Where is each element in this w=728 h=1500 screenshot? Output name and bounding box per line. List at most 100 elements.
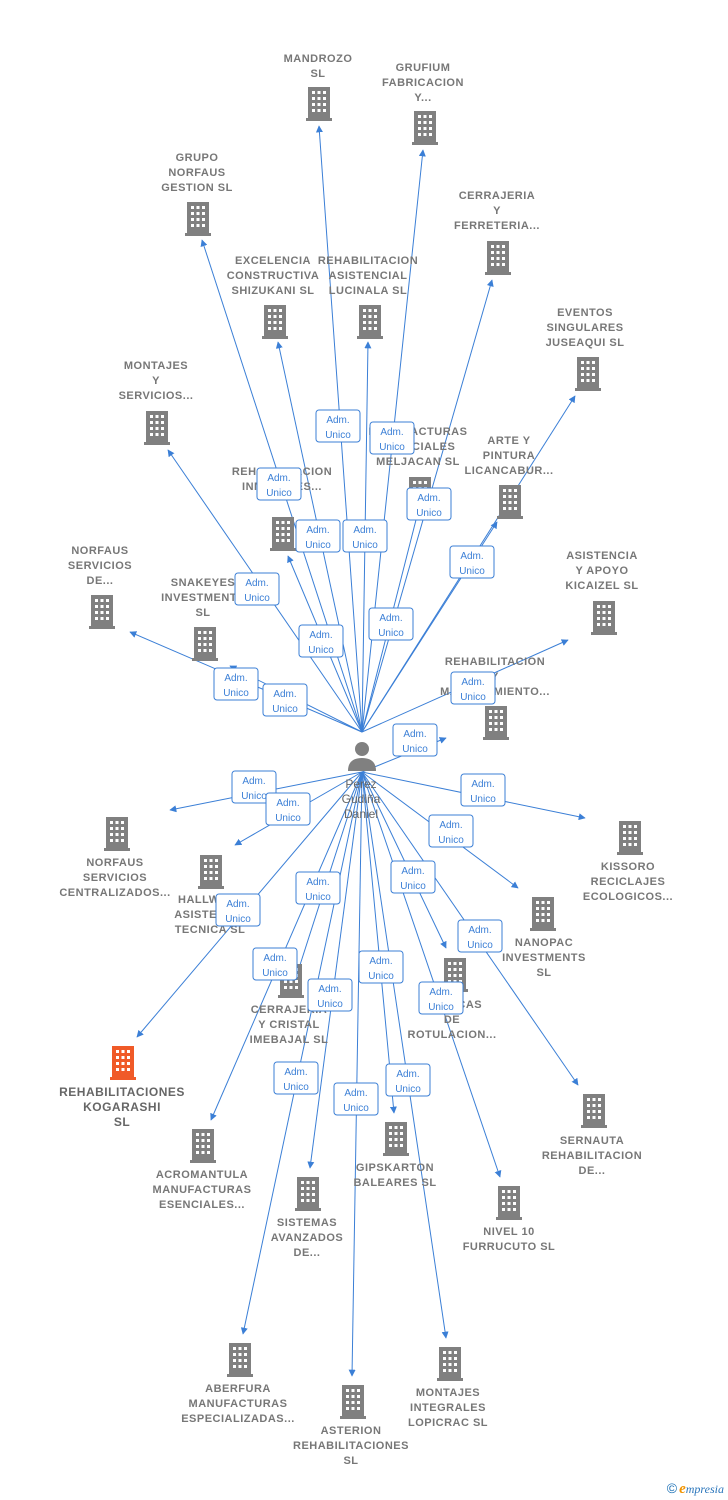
role-badge-text: Unico	[428, 1002, 454, 1013]
company-label-line: SL	[536, 967, 551, 979]
role-badge-text: Adm.	[263, 953, 286, 964]
role-badge-sistemas-avanzados[interactable]: Adm.Unico	[307, 978, 353, 1012]
role-badge-text: Adm.	[403, 729, 426, 740]
company-node-aberfura[interactable]: ABERFURAMANUFACTURASESPECIALIZADAS...	[181, 1343, 295, 1425]
company-label-line: DE...	[87, 575, 114, 587]
role-badge-gipskarton[interactable]: Adm.Unico	[358, 950, 404, 984]
company-node-sistemas-avanzados[interactable]: SISTEMASAVANZADOSDE...	[271, 1177, 344, 1259]
role-badge-text: Adm.	[267, 473, 290, 484]
company-label-line: BALEARES SL	[353, 1177, 436, 1189]
role-badge-cerrajeria-cristal[interactable]: Adm.Unico	[295, 871, 341, 905]
person-node[interactable]: Perez Gudiña Daniel	[342, 742, 381, 821]
company-node-acromantula[interactable]: ACROMANTULAMANUFACTURASESENCIALES...	[153, 1129, 252, 1211]
role-badge-text: Unico	[262, 968, 288, 979]
role-badge-grufium[interactable]: Adm.Unico	[369, 421, 415, 455]
role-badge-rehab-asistencial[interactable]: Adm.Unico	[342, 519, 388, 553]
role-badge-text: Unico	[283, 1082, 309, 1093]
company-label-line: INVESTMENTS	[502, 952, 586, 964]
company-label-line: IMEBAJAL SL	[250, 1034, 329, 1046]
role-badge-mandrozo[interactable]: Adm.Unico	[315, 409, 361, 443]
company-label-line: TECNICA SL	[175, 924, 246, 936]
role-badge-tecnicas-rotulacion[interactable]: Adm.Unico	[390, 860, 436, 894]
company-label-line: CERRAJERIA	[459, 190, 536, 202]
company-label-line: Y CRISTAL	[258, 1019, 320, 1031]
role-badge-text: Unico	[223, 688, 249, 699]
role-badge-cerrajeria-ferreteria[interactable]: Adm.Unico	[368, 607, 414, 641]
company-label-line: ARTE Y	[487, 435, 530, 447]
company-label-line: GESTION SL	[161, 182, 233, 194]
company-label-line: INVESTMENTS	[161, 592, 245, 604]
building-icon	[575, 357, 601, 391]
role-badge-kissoro[interactable]: Adm.Unico	[460, 773, 506, 807]
company-node-grufium[interactable]: GRUFIUMFABRICACIONY...	[382, 62, 464, 145]
role-badge-nivel10[interactable]: Adm.Unico	[418, 981, 464, 1015]
building-icon	[192, 627, 218, 661]
company-node-cerrajeria-ferreteria[interactable]: CERRAJERIAYFERRETERIA...	[454, 190, 540, 275]
building-icon	[383, 1122, 409, 1156]
role-badge-text: Unico	[317, 999, 343, 1010]
role-badge-hallwell[interactable]: Adm.Unico	[265, 792, 311, 826]
role-badge-snakeyes[interactable]: Adm.Unico	[262, 683, 308, 717]
building-icon	[483, 706, 509, 740]
company-node-sernauta[interactable]: SERNAUTAREHABILITACIONDE...	[542, 1094, 642, 1177]
role-badge-kogarashi[interactable]: Adm.Unico	[215, 893, 261, 927]
company-node-norfaus-servicios-de[interactable]: NORFAUSSERVICIOSDE...	[68, 545, 132, 629]
role-badge-acromantula[interactable]: Adm. Unico	[252, 947, 298, 981]
role-badge-excelencia[interactable]: Adm.Unico	[295, 519, 341, 553]
company-node-kissoro[interactable]: KISSORORECICLAJESECOLOGICOS...	[583, 821, 673, 903]
role-badge-norfaus-servicios-de[interactable]: Adm.Unico	[213, 667, 259, 701]
role-badge-montajes-integrales[interactable]: Adm.Unico	[385, 1063, 431, 1097]
role-badge-asterion[interactable]: Adm.Unico	[333, 1082, 379, 1116]
company-node-norfaus-centralizados[interactable]: NORFAUSSERVICIOSCENTRALIZADOS...	[59, 817, 170, 899]
building-icon	[89, 595, 115, 629]
role-badge-rehab-inmuebles[interactable]: Adm.Unico	[298, 624, 344, 658]
building-icon	[617, 821, 643, 855]
person-icon	[348, 742, 376, 771]
role-badge-box	[406, 487, 452, 521]
role-badge-box	[213, 667, 259, 701]
company-label-line: SERVICIOS	[83, 872, 147, 884]
company-label-line: PINTURA	[483, 450, 535, 462]
role-badge-rehab-mantenimiento[interactable]: Adm.Unico	[392, 723, 438, 757]
role-badge-nanopac[interactable]: Adm.Unico	[428, 814, 474, 848]
role-badge-grupo-norfaus[interactable]: Adm.Unico	[256, 467, 302, 501]
building-icon	[306, 87, 332, 121]
building-icon	[340, 1385, 366, 1419]
role-badge-text: Unico	[308, 645, 334, 656]
role-badge-sernauta[interactable]: Adm.Unico	[457, 919, 503, 953]
role-badge-text: Adm.	[245, 578, 268, 589]
role-badge-norfaus-centralizados[interactable]: Adm.Unico	[231, 770, 277, 804]
building-icon	[581, 1094, 607, 1128]
role-badge-arte-pintura[interactable]: Adm.Unico	[406, 487, 452, 521]
edge-asterion	[348, 771, 363, 1377]
company-label-line: GRUFIUM	[396, 62, 451, 74]
role-badge-text: Unico	[368, 971, 394, 982]
role-badge-box	[256, 467, 302, 501]
role-badge-text: Unico	[416, 508, 442, 519]
building-icon	[227, 1343, 253, 1377]
role-badge-asistencia-apoyo[interactable]: Adm.Unico	[450, 671, 496, 705]
role-badge-text: Adm.	[273, 689, 296, 700]
role-badge-montajes-servicios[interactable]: Adm.Unico	[234, 572, 280, 606]
company-label-line: SERVICIOS...	[119, 390, 194, 402]
company-node-arte-pintura[interactable]: ARTE YPINTURALICANCABUR...	[465, 435, 554, 519]
role-badge-text: Adm.	[380, 427, 403, 438]
role-badge-aberfura[interactable]: Adm.Unico	[273, 1061, 319, 1095]
company-label-line: FABRICACION	[382, 77, 464, 89]
role-badge-eventos[interactable]: Adm.Unico	[449, 545, 495, 579]
company-node-montajes-servicios[interactable]: MONTAJESYSERVICIOS...	[119, 360, 194, 445]
